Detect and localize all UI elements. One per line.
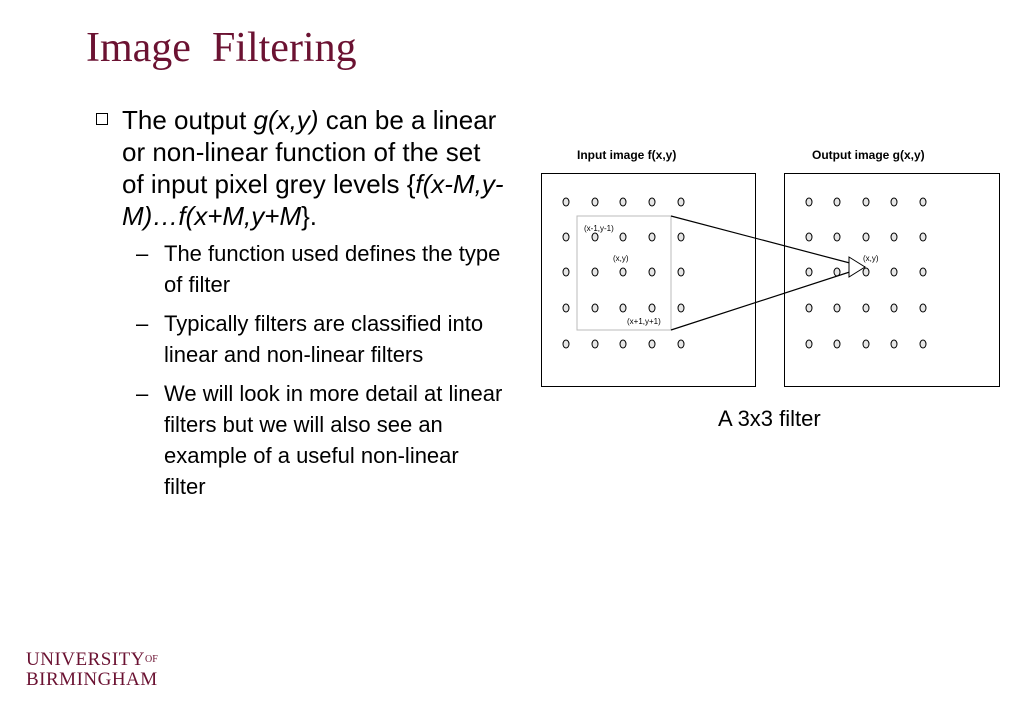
input-pixel-dot	[562, 303, 570, 313]
output-pixel-dot	[805, 339, 813, 349]
university-logo: UNIVERSITYOF BIRMINGHAM	[26, 650, 158, 690]
input-pixel-dot	[677, 232, 685, 242]
mapping-line-top	[670, 215, 866, 268]
center-pixel-label: (x,y)	[613, 254, 629, 263]
input-pixel-dot	[562, 197, 570, 207]
input-pixel-dot	[591, 232, 599, 242]
input-pixel-dot	[648, 232, 656, 242]
output-pixel-dot	[890, 197, 898, 207]
sub-bullet: –We will look in more detail at linear f…	[96, 378, 506, 502]
sub-bullet: –The function used defines the type of f…	[96, 238, 506, 300]
sub-bullet-text: The function used defines the type of fi…	[164, 241, 501, 297]
input-pixel-dot	[619, 267, 627, 277]
main-bullet-italic-2: f(x-M,y-M)…f(x+M,y+M	[122, 169, 504, 231]
logo-of: OF	[145, 654, 158, 665]
output-pixel-dot	[862, 339, 870, 349]
sub-bullet-list: –The function used defines the type of f…	[96, 238, 506, 502]
dash-bullet-icon: –	[136, 381, 149, 406]
main-bullet-text-2: can be a linear or non-linear function o…	[122, 105, 497, 199]
sub-bullet-text: We will look in more detail at linear fi…	[164, 381, 503, 499]
input-pixel-dot	[591, 267, 599, 277]
output-pixel-dot	[919, 232, 927, 242]
input-pixel-dot	[677, 267, 685, 277]
mapping-line-bottom	[670, 266, 866, 331]
output-pixel-dot	[805, 303, 813, 313]
output-pixel-dot	[862, 197, 870, 207]
input-pixel-dot	[619, 232, 627, 242]
filter-diagram-graphics: (x-1,y-1) (x,y) (x+1,y+1) (x,y)	[562, 197, 927, 349]
input-pixel-dot	[648, 197, 656, 207]
output-pixel-dot	[919, 303, 927, 313]
input-pixel-dot	[619, 303, 627, 313]
output-image-panel	[784, 173, 1000, 387]
main-bullet-italic-1: g(x,y)	[253, 105, 319, 135]
logo-line1: UNIVERSITY	[26, 649, 145, 670]
output-pixel-dot	[919, 197, 927, 207]
input-pixel-dot	[619, 197, 627, 207]
output-pixel-dot	[862, 267, 870, 277]
output-pixel-dot	[890, 303, 898, 313]
input-pixel-dot	[677, 197, 685, 207]
input-pixel-dot	[591, 339, 599, 349]
main-bullet: The output g(x,y) can be a linear or non…	[96, 104, 506, 232]
input-pixel-dot	[591, 303, 599, 313]
output-pixel-dot	[833, 232, 841, 242]
output-pixel-dot	[805, 267, 813, 277]
main-bullet-text-1: The output	[122, 105, 254, 135]
dash-bullet-icon: –	[136, 311, 149, 336]
arrow-head-icon	[848, 256, 866, 278]
top-left-pixel-label: (x-1,y-1)	[584, 224, 614, 233]
input-pixel-dot	[648, 339, 656, 349]
output-pixel-dot	[919, 267, 927, 277]
square-bullet-icon	[96, 113, 108, 125]
pixel-grid	[562, 197, 927, 349]
output-pixel-dot	[890, 232, 898, 242]
input-pixel-dot	[677, 303, 685, 313]
input-pixel-dot	[562, 232, 570, 242]
input-pixel-dot	[562, 267, 570, 277]
input-pixel-dot	[677, 339, 685, 349]
output-pixel-dot	[833, 303, 841, 313]
sub-bullet-text: Typically filters are classified into li…	[164, 311, 484, 367]
figure-caption: A 3x3 filter	[718, 406, 821, 431]
output-pixel-dot	[833, 197, 841, 207]
output-pixel-dot	[890, 267, 898, 277]
logo-line2: BIRMINGHAM	[26, 669, 158, 690]
main-bullet-text-3: }.	[301, 201, 318, 231]
input-image-label: Input image f(x,y)	[577, 148, 677, 162]
input-pixel-dot	[648, 267, 656, 277]
sub-bullet: –Typically filters are classified into l…	[96, 308, 506, 370]
output-pixel-dot	[805, 232, 813, 242]
output-image-label: Output image g(x,y)	[812, 148, 925, 162]
filter-window-box	[576, 215, 672, 331]
input-pixel-dot	[648, 303, 656, 313]
output-pixel-dot	[862, 232, 870, 242]
output-pixel-dot	[833, 339, 841, 349]
input-pixel-dot	[619, 339, 627, 349]
output-pixel-dot	[805, 197, 813, 207]
output-pixel-dot	[919, 339, 927, 349]
input-pixel-dot	[591, 197, 599, 207]
output-pixel-dot	[890, 339, 898, 349]
bullet-list: The output g(x,y) can be a linear or non…	[96, 104, 506, 510]
dash-bullet-icon: –	[136, 241, 149, 266]
slide-title: Image Filtering	[86, 25, 357, 71]
output-pixel-dot	[862, 303, 870, 313]
bottom-right-pixel-label: (x+1,y+1)	[627, 317, 661, 326]
input-pixel-dot	[562, 339, 570, 349]
output-center-pixel-label: (x,y)	[863, 254, 879, 263]
filter-diagram: Input image f(x,y) Output image g(x,y) (…	[540, 140, 1000, 440]
